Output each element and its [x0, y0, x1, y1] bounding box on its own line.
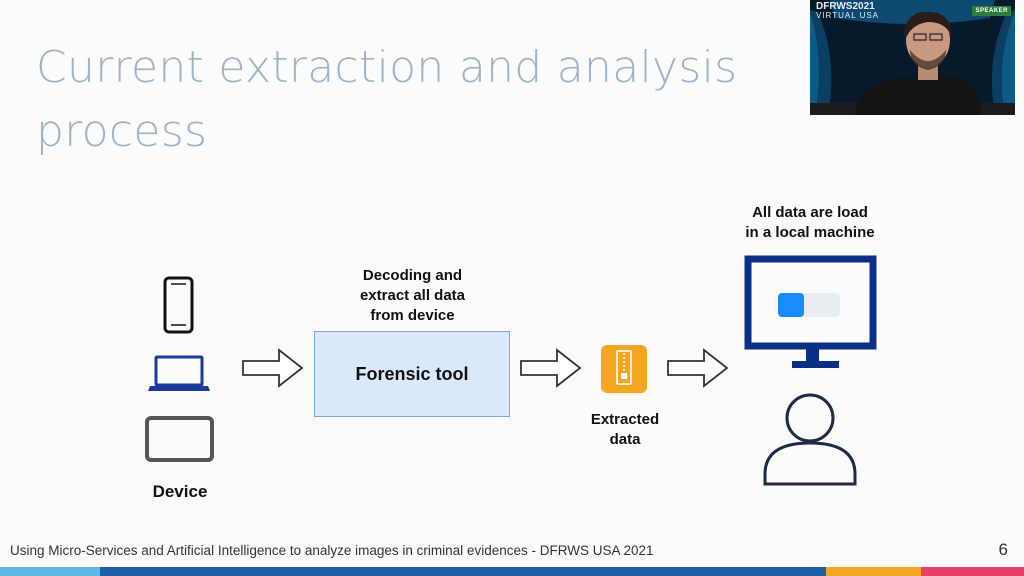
- footer-text: Using Micro-Services and Artificial Inte…: [10, 543, 654, 558]
- local-machine-label: All data are load in a local machine: [745, 204, 875, 241]
- extracted-data-label: Extracted data: [590, 411, 660, 448]
- speaker-badge: SPEAKER: [972, 6, 1011, 16]
- tablet-icon: [145, 416, 214, 462]
- slide-title: Current extraction and analysis process: [36, 42, 738, 157]
- page-number: 6: [998, 540, 1008, 559]
- monitor-icon: [744, 255, 877, 368]
- zip-file-icon: [601, 345, 647, 393]
- footer-bar-segment: [921, 567, 1024, 576]
- footer-color-bar: [0, 567, 1024, 576]
- arrow-right-icon: [520, 348, 582, 388]
- toggle-icon: [778, 293, 840, 317]
- arrow-right-icon: [667, 348, 729, 388]
- footer-bar-segment: [100, 567, 826, 576]
- footer-bar-segment: [0, 567, 100, 576]
- forensic-tool-label: Forensic tool: [355, 363, 469, 384]
- webcam-video: [810, 0, 1015, 115]
- smartphone-icon: [163, 276, 194, 334]
- laptop-icon: [148, 355, 210, 391]
- arrow-right-icon: [242, 348, 304, 388]
- dfrws-logo: DFRWS2021 VIRTUAL USA: [816, 1, 880, 21]
- device-label: Device: [152, 482, 208, 501]
- decoding-label: Decoding and extract all data from devic…: [359, 267, 466, 324]
- forensic-tool-box: Forensic tool: [314, 331, 510, 417]
- speaker-webcam: DFRWS2021 VIRTUAL USA SPEAKER: [810, 0, 1015, 115]
- user-icon: [763, 393, 857, 486]
- footer-bar-segment: [826, 567, 921, 576]
